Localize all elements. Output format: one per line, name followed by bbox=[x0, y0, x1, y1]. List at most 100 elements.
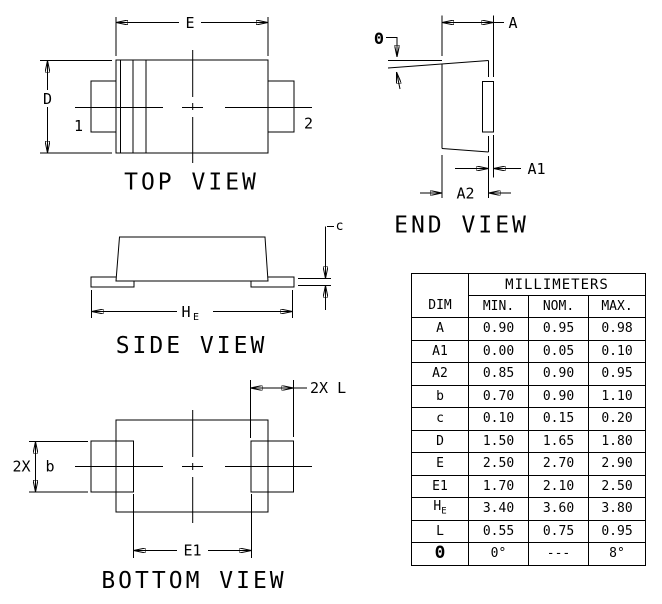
side-view-title: SIDE VIEW bbox=[116, 333, 268, 359]
table-header-nom: NOM. bbox=[528, 295, 589, 318]
dimensions-table: DIM MILLIMETERS MIN. NOM. MAX. A 0.90 0.… bbox=[411, 273, 646, 566]
table-cell: 1.50 bbox=[468, 429, 529, 453]
table-cell: Θ bbox=[411, 542, 469, 566]
dim-theta: Θ bbox=[374, 29, 400, 90]
table-cell: 2.10 bbox=[528, 474, 589, 498]
dim-E1: E1 bbox=[133, 494, 252, 560]
table-row: A2 0.85 0.90 0.95 bbox=[411, 362, 646, 386]
table-cell: 0.98 bbox=[588, 317, 646, 341]
table-row: L 0.55 0.75 0.95 bbox=[411, 519, 646, 543]
end-view-body bbox=[387, 60, 494, 153]
dim-2Xb: 2X b bbox=[12, 441, 88, 493]
table-cell: 0.90 bbox=[468, 317, 529, 341]
dim-2XL: 2X L bbox=[250, 379, 346, 438]
dim-label-2X: 2X bbox=[12, 458, 30, 476]
side-view-leads bbox=[90, 276, 295, 288]
pin2-label: 2 bbox=[304, 115, 313, 133]
table-cell: 0.10 bbox=[468, 407, 529, 431]
table-cell: 2.50 bbox=[468, 452, 529, 476]
table-row: DIM MILLIMETERS bbox=[411, 273, 646, 318]
dim-HE: H E bbox=[91, 290, 293, 323]
dim-c: c bbox=[298, 219, 343, 310]
pin1-label: 1 bbox=[74, 117, 83, 135]
table-cell: 8° bbox=[588, 542, 646, 566]
table-cell: 0.15 bbox=[528, 407, 589, 431]
table-cell: 0.05 bbox=[528, 339, 589, 363]
table-cell: 0° bbox=[468, 542, 529, 566]
table-row: b 0.70 0.90 1.10 bbox=[411, 384, 646, 408]
table-cell-dim-subscript: E bbox=[441, 507, 447, 518]
end-view-terminal bbox=[482, 81, 494, 133]
table-cell: E1 bbox=[411, 474, 469, 498]
table-header-min: MIN. bbox=[468, 295, 529, 318]
table-row: Θ 0° --- 8° bbox=[411, 542, 646, 566]
dim-A: A bbox=[441, 14, 518, 77]
cathode-band-lines bbox=[120, 60, 147, 153]
bottom-view-centerlines bbox=[75, 410, 312, 523]
table-cell: 0.75 bbox=[528, 519, 589, 543]
table-cell: 3.60 bbox=[528, 497, 589, 521]
table-cell: c bbox=[411, 407, 469, 431]
table-row: HE 3.40 3.60 3.80 bbox=[411, 497, 646, 521]
table-cell: 0.95 bbox=[588, 362, 646, 386]
dim-label-HE: H bbox=[181, 303, 190, 321]
end-view: Θ A A1 A2 END VIEW bbox=[374, 14, 545, 239]
dim-A2: A2 bbox=[420, 155, 511, 203]
table-cell: --- bbox=[528, 542, 589, 566]
end-view-title: END VIEW bbox=[394, 213, 529, 239]
table-cell-dim-text: H bbox=[433, 499, 442, 515]
table-header-max: MAX. bbox=[588, 295, 646, 318]
dim-label-A2: A2 bbox=[456, 185, 474, 203]
table-cell: 1.80 bbox=[588, 429, 646, 453]
table-cell: L bbox=[411, 519, 469, 543]
dim-label-2XL: 2X L bbox=[310, 379, 346, 397]
table-cell: 0.70 bbox=[468, 384, 529, 408]
table-cell: 3.80 bbox=[588, 497, 646, 521]
table-cell: 0.10 bbox=[588, 339, 646, 363]
table-cell: 1.70 bbox=[468, 474, 529, 498]
top-view-pin2-tab bbox=[267, 80, 295, 133]
table-cell: 0.95 bbox=[528, 317, 589, 341]
table-cell: 0.95 bbox=[588, 519, 646, 543]
table-header-units: MILLIMETERS bbox=[468, 273, 646, 296]
dim-label-E1: E1 bbox=[183, 542, 201, 560]
table-row: E 2.50 2.70 2.90 bbox=[411, 452, 646, 476]
side-view-body bbox=[115, 236, 269, 282]
table-cell: HE bbox=[411, 497, 469, 521]
table-header-dim: DIM bbox=[411, 273, 469, 318]
table-cell: D bbox=[411, 429, 469, 453]
dim-label-A: A bbox=[508, 14, 517, 32]
table-cell: 2.90 bbox=[588, 452, 646, 476]
dim-label-E: E bbox=[185, 14, 194, 32]
dim-D: D bbox=[40, 60, 112, 154]
table-cell: 0.20 bbox=[588, 407, 646, 431]
table-cell: 0.55 bbox=[468, 519, 529, 543]
dim-label-b: b bbox=[45, 458, 54, 476]
table-cell: 2.70 bbox=[528, 452, 589, 476]
table-cell: 0.85 bbox=[468, 362, 529, 386]
dim-E: E bbox=[115, 14, 269, 56]
table-cell: 3.40 bbox=[468, 497, 529, 521]
table-cell: 2.50 bbox=[588, 474, 646, 498]
table-cell: 0.00 bbox=[468, 339, 529, 363]
side-view: c H E SIDE VIEW bbox=[90, 219, 343, 359]
top-view-centerlines bbox=[75, 50, 312, 163]
table-cell: 1.65 bbox=[528, 429, 589, 453]
bottom-view: 2X L 2X b E1 BOTTOM VIEW bbox=[12, 379, 346, 594]
table-row: A 0.90 0.95 0.98 bbox=[411, 317, 646, 341]
table-cell: 0.90 bbox=[528, 362, 589, 386]
table-row: MIN. NOM. MAX. bbox=[412, 295, 646, 318]
table-row: E1 1.70 2.10 2.50 bbox=[411, 474, 646, 498]
table-cell: A1 bbox=[411, 339, 469, 363]
table-cell: 1.10 bbox=[588, 384, 646, 408]
dim-label-A1: A1 bbox=[527, 160, 545, 178]
table-cell: b bbox=[411, 384, 469, 408]
dim-label-D: D bbox=[43, 90, 52, 108]
bottom-view-title: BOTTOM VIEW bbox=[101, 568, 286, 594]
dim-label-HE-subscript: E bbox=[193, 312, 199, 323]
dim-label-c: c bbox=[336, 219, 344, 234]
table-cell: A2 bbox=[411, 362, 469, 386]
table-row: c 0.10 0.15 0.20 bbox=[411, 407, 646, 431]
top-view-body bbox=[115, 59, 269, 154]
